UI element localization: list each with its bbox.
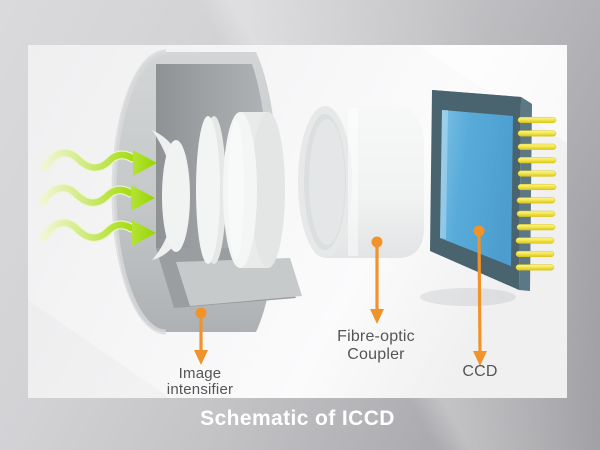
incident-light-arrows — [38, 148, 157, 246]
wavy-arrow-right-icon — [38, 183, 155, 211]
image-intensifier-illustration — [111, 49, 302, 335]
diagram-title: Schematic of ICCD — [200, 407, 395, 430]
fibre-optic-coupler-label: Fibre-optic Coupler — [306, 328, 446, 364]
ccd-illustration — [420, 90, 557, 306]
wavy-arrow-right-icon — [39, 218, 156, 246]
wavy-arrow-right-icon — [40, 148, 157, 176]
ccd-label: CCD — [440, 364, 520, 380]
fibre-optic-coupler-label-line2: Coupler — [347, 346, 405, 363]
image-intensifier-label-line2: intensifier — [166, 381, 234, 398]
image-intensifier-label-line1: Image — [178, 365, 222, 382]
ccd-pins — [515, 116, 557, 271]
fibre-optic-coupler-illustration — [298, 106, 424, 258]
down-pointer-arrow-icon — [194, 307, 208, 365]
down-pointer-arrow-icon — [370, 236, 384, 324]
fibre-optic-coupler-label-line1: Fibre-optic — [337, 328, 415, 345]
down-pointer-arrow-icon — [473, 225, 487, 366]
image-intensifier-label: Image intensifier — [130, 366, 270, 398]
pointer-arrows — [194, 225, 487, 366]
ccd-label-text: CCD — [462, 363, 498, 380]
